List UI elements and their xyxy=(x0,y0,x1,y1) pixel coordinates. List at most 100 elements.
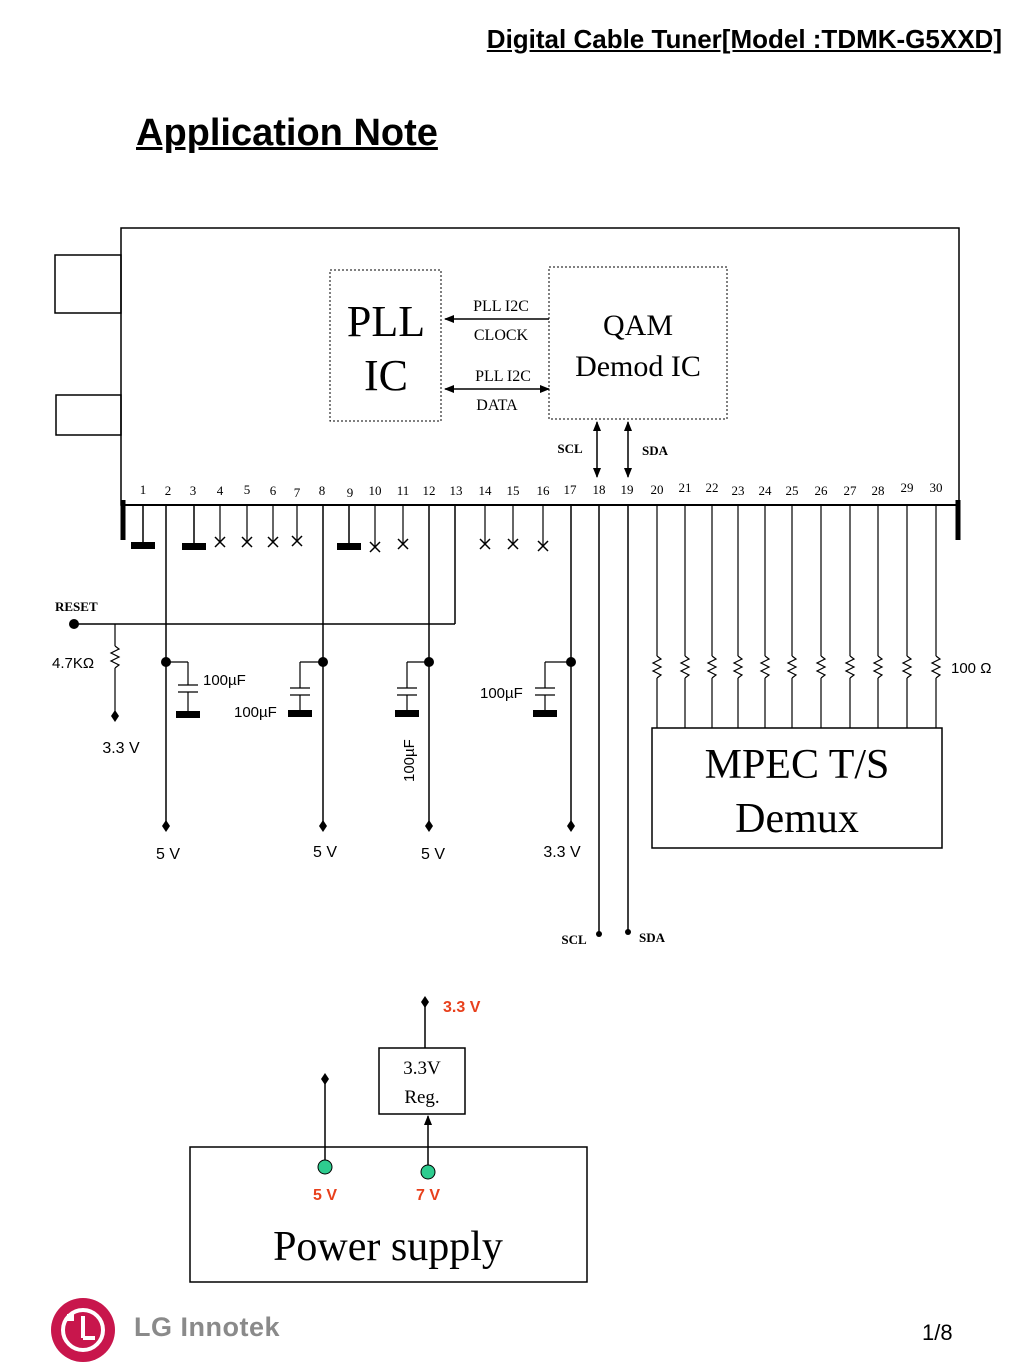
cap-label-pin-12: 100µF xyxy=(401,739,418,782)
mpeg-label-line1: MPEC T/S xyxy=(705,742,890,788)
series-resistor-pin-30 xyxy=(930,655,942,679)
pin-label-10: 10 xyxy=(369,483,382,498)
rail-label-5v-pin-2: 5 V xyxy=(156,846,180,863)
cap-ground-pin-12 xyxy=(395,710,419,717)
pin-label-13: 13 xyxy=(450,483,463,498)
nc-mark-pin-16 xyxy=(537,540,549,552)
cap-label-pin-17: 100µF xyxy=(480,685,523,702)
power-terminal-7v xyxy=(420,1164,436,1180)
qam-label-line2: Demod IC xyxy=(575,350,701,383)
terminal-3v3-pullup xyxy=(111,710,119,722)
series-resistor-pin-20 xyxy=(651,655,663,679)
no-connect-pins xyxy=(214,505,549,553)
reset-terminal xyxy=(69,619,79,629)
pll-i2c-clock-label-1: PLL I2C xyxy=(473,298,529,315)
pin-label-14: 14 xyxy=(479,483,493,498)
pin-label-1: 1 xyxy=(140,482,147,497)
pin-label-26: 26 xyxy=(815,483,829,498)
nc-mark-pin-11 xyxy=(397,538,409,550)
pin-label-12: 12 xyxy=(423,483,436,498)
rail-label-5v-pin-8: 5 V xyxy=(313,844,337,861)
mpeg-label-line2: Demux xyxy=(735,796,859,842)
pin-label-29: 29 xyxy=(901,480,914,495)
pll-ic-label-line2: IC xyxy=(364,351,408,400)
mpeg-demux-block xyxy=(651,727,943,849)
sda-terminal xyxy=(625,929,631,935)
cap-ground-pin-8 xyxy=(288,710,312,717)
pll-ic-block xyxy=(329,269,442,422)
power-supply-5v-label: 5 V xyxy=(313,1187,337,1204)
series-resistor-pin-24 xyxy=(759,655,771,679)
terminal-5v-pin-2 xyxy=(162,820,170,832)
rf-connector-bottom xyxy=(55,394,122,436)
pin-label-23: 23 xyxy=(732,483,745,498)
pin-label-11: 11 xyxy=(397,483,410,498)
power-terminal-5v xyxy=(317,1159,333,1175)
terminal-5v-pin-8 xyxy=(319,820,327,832)
reset-label: RESET xyxy=(55,599,98,614)
nc-mark-pin-7 xyxy=(291,535,303,547)
cap-label-pin-2: 100µF xyxy=(203,672,246,689)
pin-label-5: 5 xyxy=(244,482,251,497)
terminal-3v3-output xyxy=(421,996,429,1008)
pin-label-2: 2 xyxy=(165,483,172,498)
pin-label-19: 19 xyxy=(621,482,634,497)
sda-internal-label: SDA xyxy=(642,443,669,458)
transport-stream-bus xyxy=(651,505,942,728)
pll-ic-label-line1: PLL xyxy=(347,297,425,346)
document-header: Digital Cable Tuner[Model :TDMK-G5XXD] xyxy=(486,24,1002,54)
nc-mark-pin-15 xyxy=(507,538,519,550)
pin-label-21: 21 xyxy=(679,480,692,495)
pll-i2c-clock-label-2: CLOCK xyxy=(474,327,529,344)
pin-label-30: 30 xyxy=(930,480,943,495)
nc-mark-pin-6 xyxy=(267,536,279,548)
ground-symbol-pin-1 xyxy=(131,542,155,549)
pin-label-28: 28 xyxy=(872,483,885,498)
rf-connector-top xyxy=(54,254,122,314)
qam-label-line1: QAM xyxy=(603,309,673,342)
regulator-label-line1: 3.3V xyxy=(403,1058,441,1079)
pin-label-17: 17 xyxy=(564,482,578,497)
pll-i2c-data-label-2: DATA xyxy=(476,397,518,414)
scl-external-label: SCL xyxy=(561,932,587,947)
pin-label-18: 18 xyxy=(593,482,606,497)
tuner-module-outline xyxy=(120,227,960,506)
pin-label-25: 25 xyxy=(786,483,799,498)
scl-internal-label: SCL xyxy=(557,441,583,456)
regulator-block xyxy=(378,1047,466,1115)
series-resistor-label: 100 Ω xyxy=(951,660,991,677)
qam-demod-ic-block xyxy=(548,266,728,420)
company-logo-text: LG Innotek xyxy=(134,1312,280,1342)
series-resistor-pin-22 xyxy=(706,655,718,679)
pin-label-3: 3 xyxy=(190,483,197,498)
sda-external-label: SDA xyxy=(639,930,666,945)
nc-mark-pin-5 xyxy=(241,536,253,548)
cap-label-pin-8: 100µF xyxy=(234,704,277,721)
pin-label-22: 22 xyxy=(706,480,719,495)
pullup-resistor-label: 4.7KΩ xyxy=(52,655,94,672)
pin-label-4: 4 xyxy=(217,483,224,498)
series-resistor-pin-26 xyxy=(815,655,827,679)
cap-ground-pin-17 xyxy=(533,710,557,717)
series-resistor-pin-21 xyxy=(679,655,691,679)
terminal-3v3-pin-17 xyxy=(567,820,575,832)
page-number: 1/8 xyxy=(922,1320,953,1345)
pin-label-9: 9 xyxy=(347,485,354,500)
pin-label-7: 7 xyxy=(294,485,301,500)
terminal-5v-supply xyxy=(321,1073,329,1085)
pin-label-20: 20 xyxy=(651,482,664,497)
nc-mark-pin-4 xyxy=(214,536,226,548)
ground-symbol-pin-3 xyxy=(182,543,206,550)
power-supply-7v-label: 7 V xyxy=(416,1187,440,1204)
pll-i2c-data-label-1: PLL I2C xyxy=(475,368,531,385)
pin-label-6: 6 xyxy=(270,483,277,498)
pin-label-15: 15 xyxy=(507,483,520,498)
regulator-label-line2: Reg. xyxy=(404,1087,439,1108)
cap-ground-pin-2 xyxy=(176,711,200,718)
rail-label-5v-pin-12: 5 V xyxy=(421,846,445,863)
power-supply-label: Power supply xyxy=(273,1224,503,1270)
pin-label-8: 8 xyxy=(319,483,326,498)
rail-label-3v3-pullup: 3.3 V xyxy=(102,740,140,757)
